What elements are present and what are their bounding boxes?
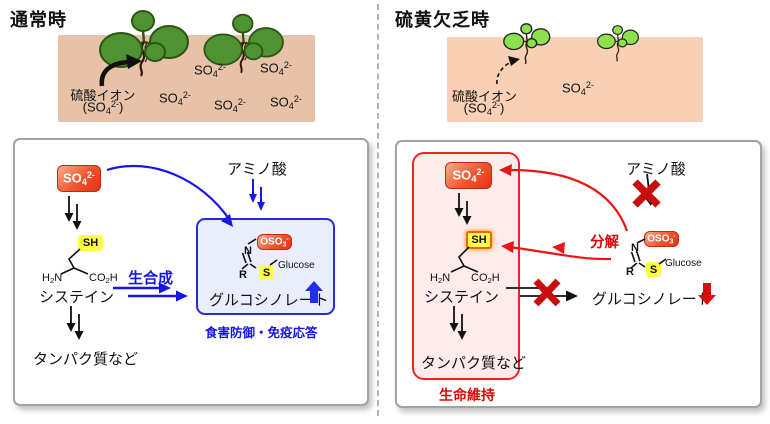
normal-pathway-panel: SO42- アミノ酸 SH H2N CO2H システイン 生合成 OSO3- N… <box>13 138 369 406</box>
glucosinolate-label: グルコシノレート <box>592 291 712 308</box>
sulfate-badge: SO42- <box>57 165 101 192</box>
deficiency-title: 硫黄欠乏時 <box>395 10 490 30</box>
defense-caption: 食害防御・免疫応答 <box>205 326 318 340</box>
glucose-label: Glucose <box>278 260 315 271</box>
h2n-label: H2N <box>430 272 451 286</box>
so4-label: SO42- <box>214 97 246 115</box>
so4-label: SO42- <box>562 80 594 98</box>
s-atom-badge: S <box>259 265 274 280</box>
amino-acid-label: アミノ酸 <box>626 161 686 178</box>
cysteine-label: システイン <box>39 289 115 306</box>
so4-label: SO42- <box>159 90 191 108</box>
glucosinolate-box: OSO3- N R S Glucose グルコシノレート <box>196 218 335 315</box>
r-group-label: R <box>239 269 247 281</box>
so4-label: SO42- <box>194 62 226 80</box>
proteins-label: タンパク質など <box>421 355 527 372</box>
plant-deficient-icon <box>503 23 551 65</box>
decomposition-label: 分解 <box>590 235 619 251</box>
panel-divider <box>377 4 379 416</box>
normal-title: 通常時 <box>10 10 67 30</box>
r-group-label: R <box>626 266 634 278</box>
sulfate-ion-label: 硫酸イオン <box>452 89 518 104</box>
h2n-label: H2N <box>42 272 63 286</box>
sulfate-ion-formula: (SO42-) <box>82 99 124 117</box>
amino-acid-label: アミノ酸 <box>227 161 287 178</box>
soil-deficient <box>447 37 703 122</box>
s-atom-badge: S <box>646 262 661 277</box>
oso3-badge: OSO3- <box>644 231 679 247</box>
n-atom-label: N <box>244 245 252 257</box>
sulfate-badge: SO42- <box>445 162 492 189</box>
co2h-label: CO2H <box>89 272 118 286</box>
oso3-badge: OSO3- <box>257 234 292 250</box>
cysteine-label: システイン <box>424 289 500 306</box>
plant-icon <box>99 10 189 77</box>
glucosinolate-label: グルコシノレート <box>209 292 329 309</box>
so4-label: SO42- <box>270 94 302 112</box>
n-atom-label: N <box>631 242 639 254</box>
glucose-label: Glucose <box>665 258 702 269</box>
thiol-sh-badge: SH <box>466 231 492 249</box>
so4-label: SO42- <box>260 60 292 78</box>
plant-deficient-icon <box>597 25 639 62</box>
proteins-label: タンパク質など <box>33 351 139 368</box>
life-caption: 生命維持 <box>439 387 495 403</box>
biosynthesis-label: 生合成 <box>128 270 174 287</box>
deficiency-pathway-panel: SO42- SH H2N CO2H システイン タンパク質など 生命維持 アミノ… <box>395 140 762 408</box>
thiol-sh-badge: SH <box>78 235 103 251</box>
plant-icon <box>203 13 284 74</box>
sulfate-ion-label: 硫酸イオン <box>70 88 136 103</box>
sulfate-ion-formula: (SO42-) <box>463 100 505 118</box>
co2h-label: CO2H <box>471 272 500 286</box>
